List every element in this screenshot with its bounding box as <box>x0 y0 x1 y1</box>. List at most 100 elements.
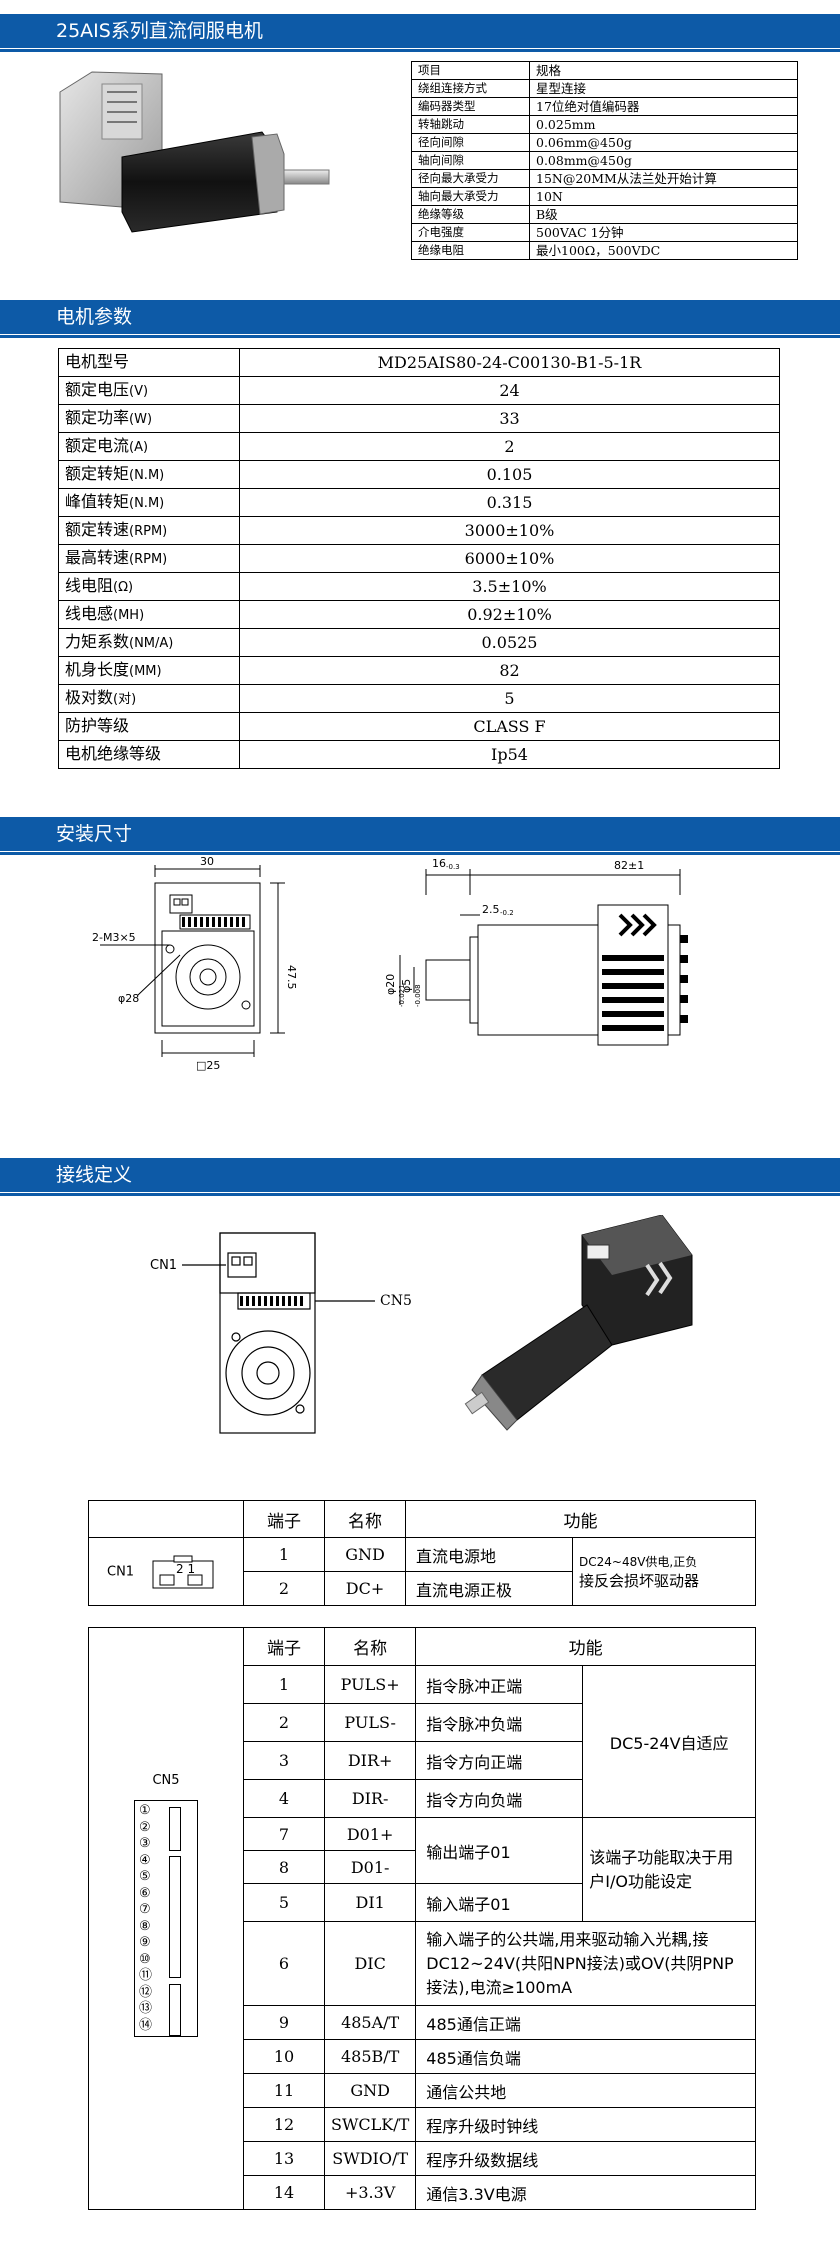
spec-row: 绝缘电阻最小100Ω，500VDC <box>411 241 798 260</box>
cn5-pin-number: ④ <box>139 1852 151 1868</box>
cn1-table: 端子 名称 功能 CN1 2 1 1 GND 直流电源地 DC24~48V供电,… <box>88 1500 756 1606</box>
spec-key: 轴向最大承受力 <box>411 187 530 206</box>
cn5-pin: 5 <box>243 1883 325 1922</box>
section-title: 安装尺寸 <box>56 823 133 845</box>
cn5-func: 通信公共地 <box>415 2073 756 2108</box>
cn1-name: DC+ <box>324 1571 406 1606</box>
dim-16-tol: -0.3 <box>446 863 460 871</box>
cn5-func: 指令方向正端 <box>415 1741 584 1780</box>
cn5-name: DIR+ <box>323 1741 417 1780</box>
spec-key: 绕组连接方式 <box>411 79 530 98</box>
spec-key: 绝缘电阻 <box>411 241 530 260</box>
cn5-connector-label: CN5 <box>152 1773 180 1788</box>
param-unit: (RPM) <box>129 551 168 567</box>
param-value: 3.5±10% <box>239 572 780 601</box>
cn5-name: SWCLK/T <box>323 2107 417 2142</box>
cn5-pin: 1 <box>243 1665 325 1704</box>
spec-key: 编码器类型 <box>411 97 530 116</box>
dim-47: 47.5 <box>285 965 298 990</box>
spec-value: 最小100Ω，500VDC <box>529 241 798 260</box>
cn5-func: 指令脉冲负端 <box>415 1703 584 1742</box>
cn5-pin: 7 <box>243 1817 325 1851</box>
cn5-func: 程序升级时钟线 <box>415 2107 756 2142</box>
cn5-func: 输入端子的公共端,用来驱动输入光耦,接DC12~24V(共阳NPN接法)或OV(… <box>415 1921 756 2006</box>
wiring-3d-drawing <box>464 1215 693 1431</box>
dim-d5-tol: -0.008 <box>414 984 422 1007</box>
param-unit: (RPM) <box>129 523 168 539</box>
dim-30: 30 <box>200 855 214 868</box>
cn5-pin-number: ⑤ <box>139 1869 151 1884</box>
param-key: 额定电流 <box>65 435 130 455</box>
cn5-name: DIR- <box>323 1779 417 1818</box>
cn1-pin: 2 <box>243 1571 325 1606</box>
cn5-pin: 14 <box>243 2175 325 2210</box>
cn5-pin: 13 <box>243 2141 325 2176</box>
spec-value: 10N <box>529 187 798 206</box>
param-value: 82 <box>239 656 780 685</box>
cn5-func: 程序升级数据线 <box>415 2141 756 2176</box>
cn5-name: +3.3V <box>323 2175 417 2210</box>
cn1-label: CN1 <box>150 1258 177 1273</box>
param-key: 线电阻 <box>65 575 114 595</box>
cn5-pin: 9 <box>243 2005 325 2040</box>
cn5-func: 指令方向负端 <box>415 1779 584 1818</box>
section-title: 电机参数 <box>56 306 133 328</box>
cn5-pin-number: ⑫ <box>139 1984 153 2000</box>
param-unit: (NM/A) <box>129 635 174 651</box>
spec-key: 介电强度 <box>411 223 530 242</box>
cn5-name: D01+ <box>323 1817 417 1851</box>
spec-value: 0.06mm@450g <box>529 133 798 152</box>
param-unit: (W) <box>129 411 153 427</box>
front-view-drawing: 30 47.5 2-M3×5 φ28 □25 <box>92 855 298 1072</box>
cn5-func: 输出端子01 <box>415 1817 584 1884</box>
cn5-func: 输入端子01 <box>415 1883 584 1922</box>
cn5-pin: 4 <box>243 1779 325 1818</box>
param-row: 力矩系数(NM/A)0.0525 <box>58 628 780 657</box>
section-title: 接线定义 <box>56 1164 133 1186</box>
cn5-pin-number: ⑩ <box>139 1951 151 1967</box>
param-unit: (N.M) <box>129 467 165 483</box>
param-unit: (Ω) <box>113 579 134 595</box>
cn5-name: DI1 <box>323 1883 417 1922</box>
spec-value: 0.025mm <box>529 115 798 134</box>
param-row: 最高转速(RPM)6000±10% <box>58 544 780 573</box>
cn1-connector-label: CN1 <box>107 1564 135 1579</box>
cn5-pin: 3 <box>243 1741 325 1780</box>
param-unit: (MH) <box>113 607 145 623</box>
cn5-pin: 12 <box>243 2107 325 2142</box>
dim-m3: 2-M3×5 <box>92 931 136 944</box>
param-value: 6000±10% <box>239 544 780 573</box>
param-value: Ip54 <box>239 740 780 769</box>
spec-key: 径向间隙 <box>411 133 530 152</box>
dim-82: 82±1 <box>614 859 644 872</box>
param-row: 线电阻(Ω) 3.5±10% <box>58 572 780 601</box>
cn1-note-2: 接反会损坏驱动器 <box>579 1571 700 1590</box>
param-value: MD25AIS80-24-C00130-B1-5-1R <box>239 348 780 377</box>
spec-value: 规格 <box>529 61 798 80</box>
spec-value: 15N@20MM从法兰处开始计算 <box>529 169 798 188</box>
param-key: 电机绝缘等级 <box>65 743 162 763</box>
cn5-pin: 11 <box>243 2073 325 2108</box>
wiring-bar: 接线定义 <box>0 1158 840 1196</box>
col-name: 名称 <box>324 1500 406 1538</box>
dim-sq25: □25 <box>196 1059 220 1072</box>
col-name: 名称 <box>323 1627 417 1666</box>
col-pin: 端子 <box>243 1500 325 1538</box>
param-key: 额定转矩 <box>65 463 130 483</box>
col-pin: 端子 <box>243 1627 325 1666</box>
param-row: 额定功率(W)33 <box>58 404 780 433</box>
side-view-drawing: 16 -0.3 2.5 -0.2 82±1 φ20 -0.021 φ5 -0.0… <box>384 857 688 1046</box>
cn1-func: 直流电源地 <box>405 1537 573 1572</box>
dim-d28: φ28 <box>118 992 139 1005</box>
cn5-pin-number: ⑭ <box>139 2017 153 2033</box>
param-key: 线电感 <box>65 603 114 623</box>
cn5-name: PULS+ <box>323 1665 417 1704</box>
